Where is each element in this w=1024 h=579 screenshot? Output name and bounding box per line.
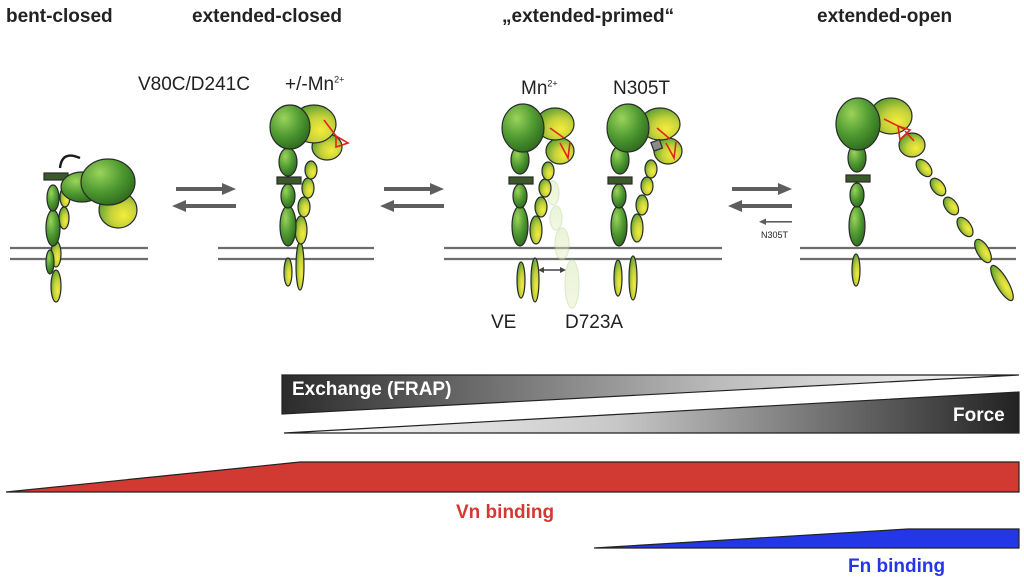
fn-binding-bar	[593, 528, 1020, 549]
bar-label-force: Force	[953, 405, 1005, 426]
bar-label-exchange-frap: Exchange (FRAP)	[292, 379, 452, 400]
integrin-extended-closed	[269, 104, 350, 291]
arrow-pair-2	[380, 183, 444, 212]
vn-binding-bar	[5, 461, 1020, 493]
integrin-extended-primed-n305t	[606, 103, 683, 301]
mutation-label-v80c-d241c: V80C/D241C	[138, 74, 250, 95]
state-label-extended-closed: extended-closed	[192, 6, 342, 27]
mutation-label-d723a: D723A	[565, 312, 624, 333]
bar-label-fn-binding: Fn binding	[848, 556, 946, 577]
integrin-extended-primed-mn	[501, 103, 580, 309]
label-mn-superscript: 2+	[547, 78, 558, 89]
bar-label-vn-binding: Vn binding	[456, 502, 555, 523]
equilibrium-arrows	[172, 183, 792, 225]
force-bar	[283, 391, 1020, 434]
label-mn-text: Mn	[521, 78, 548, 99]
membranes	[10, 246, 1016, 261]
state-label-bent-closed: bent-closed	[6, 6, 113, 27]
arrow-pair-1	[172, 183, 236, 212]
ghost-d723a-leg	[546, 180, 580, 309]
label-mn: Mn2+	[521, 78, 558, 100]
label-plus-minus-mn-text: +/-Mn	[285, 74, 335, 95]
label-plus-minus-mn: +/-Mn2+	[285, 74, 344, 96]
mutation-label-ve: VE	[491, 312, 517, 333]
arrow-pair-3	[728, 183, 792, 225]
leg-separation-arrow	[538, 267, 566, 273]
integrin-bent-closed	[43, 154, 138, 303]
state-label-extended-open: extended-open	[817, 6, 953, 27]
label-superscript: 2+	[334, 74, 345, 85]
integrin-extended-open	[835, 97, 1014, 302]
state-label-extended-primed: „extended-primed“	[502, 6, 675, 27]
mutation-label-n305t: N305T	[613, 78, 671, 99]
exchange-frap-bar	[281, 374, 1020, 415]
mutation-label-n305t-small: N305T	[761, 230, 789, 240]
